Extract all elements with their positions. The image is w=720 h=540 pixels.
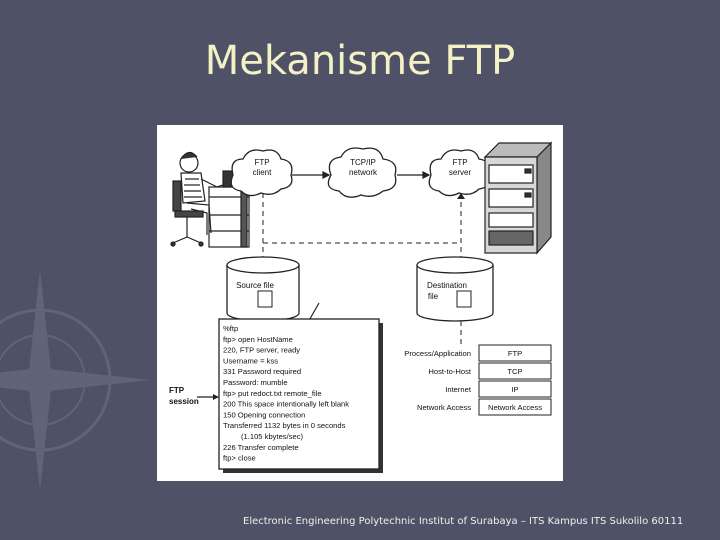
tcpip-network-cloud: TCP/IP network	[327, 147, 397, 198]
layer-protocol: TCP	[507, 367, 522, 376]
layer-protocol-box	[478, 398, 552, 416]
session-line: ftp> put redoct.txt remote_file	[223, 389, 322, 398]
ftp-session-label-line2: session	[169, 397, 199, 406]
ftp-server-label-line1: FTP	[452, 158, 467, 167]
session-line: Username = kss	[223, 356, 278, 365]
destination-file-label-line1: Destination	[427, 281, 467, 290]
ftp-session-label-line1: FTP	[169, 386, 185, 395]
ftp-session-label: FTP session	[169, 386, 219, 406]
ftp-server-cloud: FTP server	[428, 149, 491, 197]
destination-file-disk: Destination file	[416, 256, 494, 322]
ftp-client-label-line1: FTP	[254, 158, 269, 167]
ftp-server-label-line2: server	[449, 168, 472, 177]
source-file-label: Source file	[236, 281, 274, 290]
session-line: ftp> open HostName	[223, 335, 293, 344]
layer-protocol: Network Access	[488, 403, 542, 412]
ftp-client-cloud: FTP client	[230, 149, 293, 197]
session-line: 331 Password required	[223, 367, 301, 376]
session-line: 200 This space intentionally left blank	[223, 400, 349, 409]
dashed-connector-lines	[262, 193, 462, 347]
destination-file-label-line2: file	[428, 292, 439, 301]
layer-name: Internet	[445, 385, 472, 394]
layer-protocol-box	[478, 380, 552, 398]
tcpip-network-label-line2: network	[349, 168, 378, 177]
background-compass-decoration	[0, 270, 150, 490]
session-line: 150 Opening connection	[223, 410, 305, 419]
protocol-layer-table: Process/Application FTP Host-to-Host TCP Int…	[404, 344, 552, 416]
ftp-client-label-line2: client	[253, 168, 272, 177]
session-line: 220, FTP server, ready	[223, 346, 300, 355]
layer-name: Network Access	[417, 403, 471, 412]
dashed-line-arrows	[259, 193, 465, 265]
ftp-diagram-figure: FTP client TCP/IP network FTP server	[157, 125, 563, 481]
session-line: Password: mumble	[223, 378, 288, 387]
source-file-disk: Source file	[226, 256, 300, 322]
layer-protocol-box	[478, 344, 552, 362]
session-line: (1.105 kbytes/sec)	[241, 432, 304, 441]
session-lines-group: %ftp ftp> open HostName 220, FTP server, r…	[223, 324, 349, 463]
layer-name: Host-to-Host	[428, 367, 472, 376]
layer-protocol: FTP	[508, 349, 522, 358]
tcpip-network-label-line1: TCP/IP	[350, 158, 376, 167]
session-line: ftp> close	[223, 454, 256, 463]
layer-protocol-box	[478, 362, 552, 380]
slide-footer: Electronic Engineering Polytechnic Insti…	[243, 516, 684, 527]
slide-title: Mekanisme FTP	[204, 38, 516, 84]
session-line: Transferred 1132 bytes in 0 seconds	[223, 421, 346, 430]
ftp-session-terminal: %ftp ftp> open HostName 220, FTP server, r…	[218, 318, 383, 473]
ftp-server-rack-illustration	[483, 141, 553, 255]
layer-protocol: IP	[511, 385, 518, 394]
session-line: 226 Transfer complete	[223, 443, 299, 452]
session-line: %ftp	[223, 324, 238, 333]
cloud-connection-links	[292, 158, 504, 179]
layer-name: Process/Application	[404, 349, 471, 358]
